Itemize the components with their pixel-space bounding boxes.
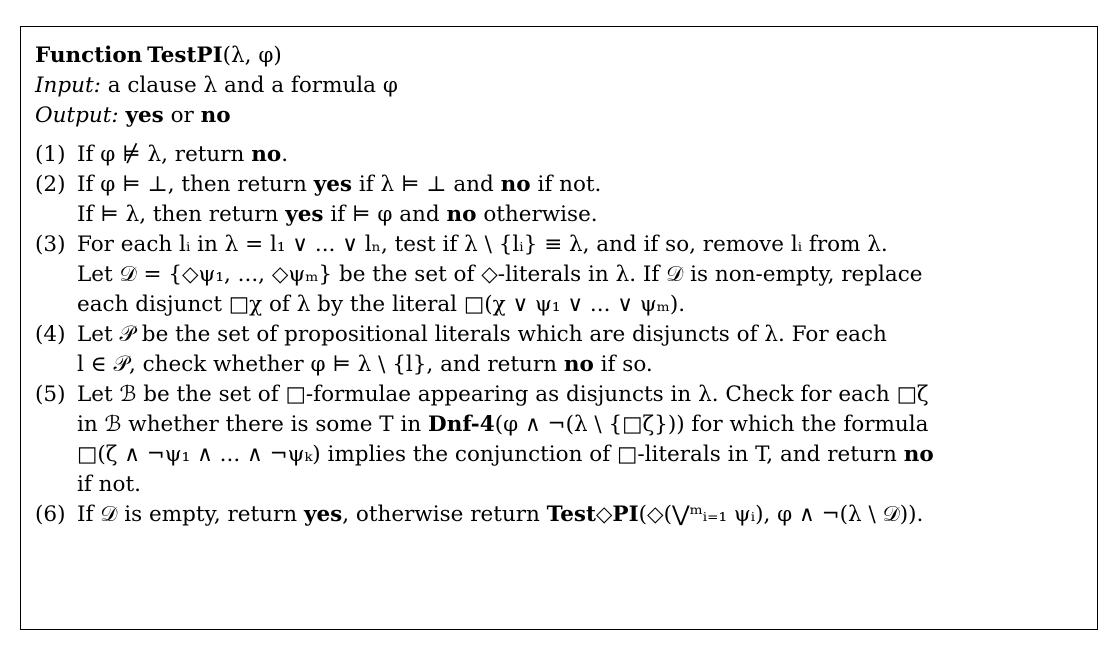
step-line: If ⊨ λ, then return yes if ⊨ φ and no ot…: [77, 200, 1083, 230]
input-label: Input:: [35, 73, 101, 98]
step-line: l ∈ 𝒫, check whether φ ⊨ λ \ {l}, and re…: [77, 350, 1083, 380]
algorithm-steps: (1) If φ ⊭ λ, return no. (2) If φ ⊨ ⊥, then…: [35, 140, 1083, 530]
algorithm-content: Function TestPI(λ, φ) Input: a clause λ …: [35, 41, 1083, 530]
step-line: each disjunct □χ of λ by the literal □(χ…: [77, 290, 1083, 320]
step-text: If 𝒟 is empty, return: [77, 502, 304, 527]
step-line: □(ζ ∧ ¬ψ₁ ∧ ... ∧ ¬ψₖ) implies the conju…: [77, 440, 1083, 470]
step-text: For each lᵢ in λ = l₁ ∨ ... ∨ lₙ, test i…: [77, 232, 888, 257]
step-text: If ⊨ λ, then return: [77, 202, 286, 227]
output-line: Output: yes or no: [35, 101, 1083, 131]
step-text: (φ ∧ ¬(λ \ {□ζ})) for which the formula: [494, 412, 929, 437]
step-text: If φ ⊨ ⊥, then return: [77, 172, 314, 197]
output-yes: yes: [125, 103, 164, 128]
step-text: if ⊨ φ and: [323, 202, 447, 227]
step-text: (◇(⋁ᵐᵢ₌₁ ψᵢ), φ ∧ ¬(λ \ 𝒟)).: [638, 502, 924, 527]
step-keyword: yes: [285, 202, 324, 227]
output-or: or: [170, 103, 194, 128]
input-line: Input: a clause λ and a formula φ: [35, 71, 1083, 101]
step-keyword: yes: [313, 172, 353, 197]
step-text: otherwise.: [476, 202, 598, 227]
algorithm-header: Function TestPI(λ, φ) Input: a clause λ …: [35, 41, 1083, 131]
step-keyword: no: [903, 442, 934, 467]
step-keyword: no: [563, 352, 594, 377]
input-text: a clause λ and a formula φ: [107, 73, 398, 98]
step-text: if not.: [77, 472, 141, 497]
step-line: If 𝒟 is empty, return yes, otherwise ret…: [77, 500, 1083, 530]
step-text: If φ ⊭ λ, return: [77, 142, 252, 167]
step-text: Let ℬ be the set of □-formulae appearing…: [77, 382, 929, 407]
step-text: each disjunct □χ of λ by the literal □(χ…: [77, 292, 686, 317]
step-text: if not.: [530, 172, 602, 197]
step-line: if not.: [77, 470, 1083, 500]
step-line: If φ ⊭ λ, return no.: [77, 140, 1083, 170]
step-keyword: no: [500, 172, 531, 197]
step-keyword: no: [251, 142, 282, 167]
algorithm-step: (3) For each lᵢ in λ = l₁ ∨ ... ∨ lₙ, tes…: [35, 230, 1083, 320]
function-signature: Function TestPI(λ, φ): [35, 41, 1083, 71]
step-number: (5): [35, 382, 66, 407]
step-line: Let ℬ be the set of □-formulae appearing…: [77, 380, 1083, 410]
step-line: For each lᵢ in λ = l₁ ∨ ... ∨ lₙ, test i…: [77, 230, 1083, 260]
algorithm-step: (2) If φ ⊨ ⊥, then return yes if λ ⊨ ⊥ an…: [35, 170, 1083, 230]
step-text: if λ ⊨ ⊥ and: [352, 172, 501, 197]
step-text: .: [281, 142, 289, 167]
step-text: Let 𝒫 be the set of propositional litera…: [77, 322, 887, 347]
step-keyword: Dnf-4: [428, 412, 495, 437]
step-number: (3): [35, 232, 66, 257]
output-label: Output:: [35, 103, 119, 128]
step-text: in ℬ whether there is some T in: [77, 412, 429, 437]
step-keyword: Test◇PI: [546, 502, 639, 527]
step-line: If φ ⊨ ⊥, then return yes if λ ⊨ ⊥ and n…: [77, 170, 1083, 200]
step-keyword: no: [446, 202, 477, 227]
step-text: , otherwise return: [342, 502, 547, 527]
step-text: l ∈ 𝒫, check whether φ ⊨ λ \ {l}, and re…: [77, 352, 564, 377]
algorithm-step: (6) If 𝒟 is empty, return yes, otherwise …: [35, 500, 1083, 530]
step-text: if so.: [593, 352, 653, 377]
step-line: Let 𝒫 be the set of propositional litera…: [77, 320, 1083, 350]
step-number: (4): [35, 322, 66, 347]
algorithm-box: Function TestPI(λ, φ) Input: a clause λ …: [20, 26, 1098, 630]
output-no: no: [200, 103, 231, 128]
step-keyword: yes: [303, 502, 343, 527]
step-number: (6): [35, 502, 66, 527]
algorithm-step: (5) Let ℬ be the set of □-formulae appear…: [35, 380, 1083, 500]
step-number: (1): [35, 142, 66, 167]
step-line: in ℬ whether there is some T in Dnf-4(φ …: [77, 410, 1083, 440]
step-text: □(ζ ∧ ¬ψ₁ ∧ ... ∧ ¬ψₖ) implies the conju…: [77, 442, 904, 467]
algorithm-step: (1) If φ ⊭ λ, return no.: [35, 140, 1083, 170]
step-number: (2): [35, 172, 66, 197]
step-line: Let 𝒟 = {◇ψ₁, ..., ◇ψₘ} be the set of ◇-…: [77, 260, 1083, 290]
step-text: Let 𝒟 = {◇ψ₁, ..., ◇ψₘ} be the set of ◇-…: [77, 262, 923, 287]
function-args: (λ, φ): [222, 43, 282, 68]
function-name: TestPI: [147, 43, 223, 68]
algorithm-step: (4) Let 𝒫 be the set of propositional lit…: [35, 320, 1083, 380]
function-keyword: Function: [35, 43, 143, 68]
